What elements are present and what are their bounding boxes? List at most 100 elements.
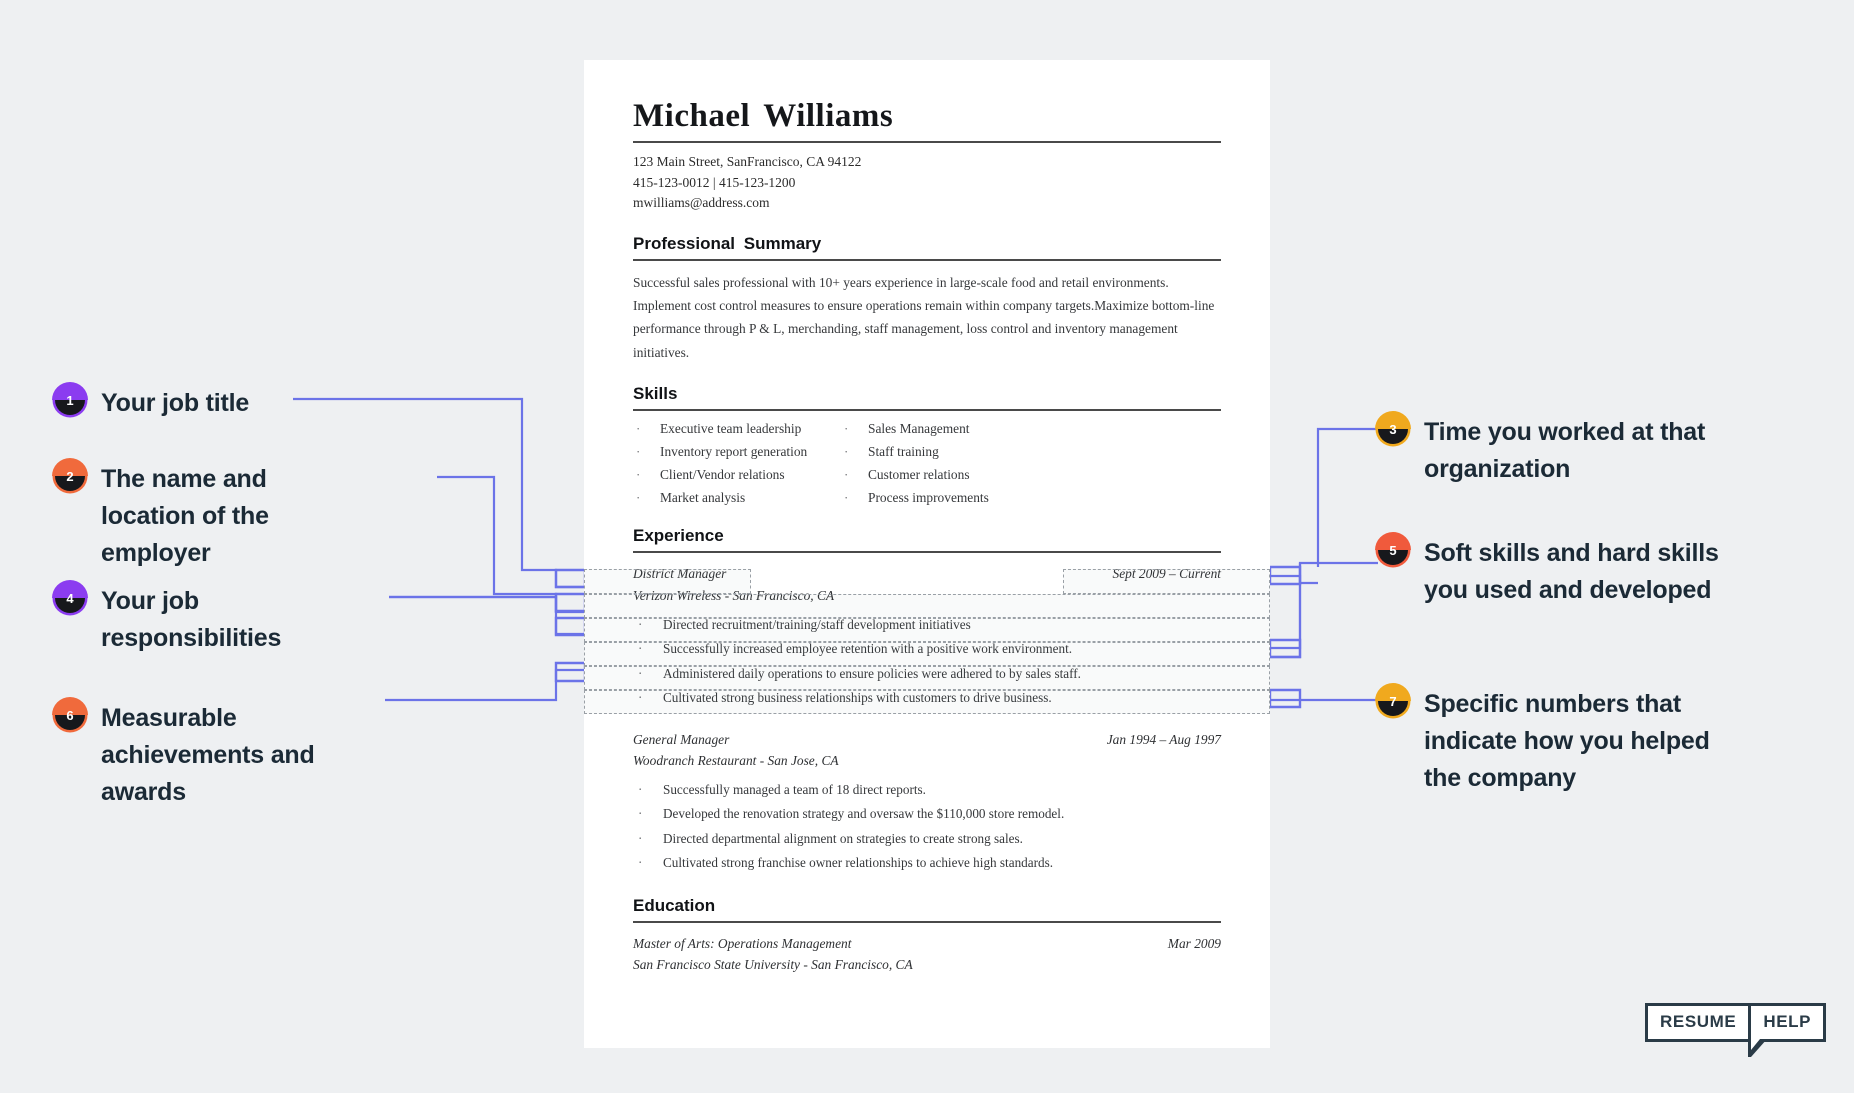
job-bullet-text: Developed the renovation strategy and ov… <box>663 806 1065 822</box>
job-bullet: ·Cultivated strong business relationship… <box>633 686 1221 710</box>
name-divider <box>633 141 1221 143</box>
section-heading-experience: Experience <box>633 526 724 546</box>
job-dates: Jan 1994 – Aug 1997 <box>1106 731 1221 747</box>
job-bullet-text: Cultivated strong franchise owner relati… <box>663 855 1054 871</box>
bullet-icon: · <box>636 467 641 483</box>
callout-text-6: Measurable achievements and awards <box>101 704 315 806</box>
job-bullet: · Successfully increased employee retenti… <box>633 637 1221 661</box>
skill-item: · Customer relations <box>841 467 1221 483</box>
callout-1: 1 Your job title <box>55 385 305 422</box>
education-date: Mar 2009 <box>1167 935 1221 951</box>
callout-number: 6 <box>66 707 74 723</box>
skill-label: Inventory report generation <box>660 444 808 460</box>
skill-item: · Client/Vendor relations <box>633 467 841 483</box>
skill-label: Process improvements <box>868 490 989 506</box>
bullet-icon: · <box>638 616 643 632</box>
education-row: Master of Arts: Operations Management Ma… <box>633 933 1221 954</box>
bullet-icon: · <box>844 490 849 506</box>
bullet-icon: · <box>638 830 643 846</box>
callout-4: 4 Your job responsibilities <box>55 583 315 657</box>
skill-label: Market analysis <box>660 490 746 506</box>
callout-text-2: The name and location of the employer <box>101 465 269 567</box>
summary-divider <box>633 258 1221 261</box>
section-heading-education: Education <box>633 895 716 915</box>
callout-number: 1 <box>66 392 74 408</box>
resume-document: Michael Williams 123 Main Street, SanFra… <box>584 60 1270 1048</box>
skill-label: Executive team leadership <box>660 421 802 437</box>
logo-help-label: HELP <box>1748 1003 1827 1057</box>
callout-badge-1: 1 <box>55 385 85 415</box>
job-bullet: · Directed recruitment/training/staff dev… <box>633 613 1221 637</box>
job-bullets: · Directed recruitment/training/staff dev… <box>633 613 1221 711</box>
callout-number: 2 <box>66 468 74 484</box>
job-entry-2: General Manager Jan 1994 – Aug 1997 Wood… <box>633 729 1221 876</box>
skill-label: Client/Vendor relations <box>660 467 785 483</box>
experience-divider <box>633 551 1221 554</box>
education-school: San Francisco State University - San Fra… <box>633 957 913 973</box>
callout-7: 7 Specific numbers that indicate how you… <box>1378 686 1728 797</box>
job-bullet-text: Directed recruitment/training/staff deve… <box>663 616 971 632</box>
bullet-icon: · <box>636 421 641 437</box>
contact-address: 123 Main Street, SanFrancisco, CA 94122 <box>633 154 862 169</box>
skill-label: Staff training <box>868 444 939 460</box>
job-employer: Verizon Wireless - San Francisco, CA <box>633 588 835 604</box>
skill-item: · Inventory report generation <box>633 444 841 460</box>
callout-badge-7: 7 <box>1378 686 1408 716</box>
skill-item: ·Staff training <box>841 444 1221 460</box>
job-employer: Woodranch Restaurant - San Jose, CA <box>633 753 839 769</box>
education-divider <box>633 920 1221 923</box>
job-title-row: General Manager Jan 1994 – Aug 1997 <box>633 729 1221 751</box>
bullet-icon: · <box>638 806 643 822</box>
callout-5: 5 Soft skills and hard skills you used a… <box>1378 535 1758 609</box>
section-heading-summary: Professional Summary <box>633 233 822 253</box>
education-degree: Master of Arts: Operations Management <box>633 935 852 951</box>
bullet-icon: · <box>636 444 641 460</box>
job-title: District Manager <box>633 566 727 582</box>
summary-text: Successful sales professional with 10+ y… <box>633 274 1215 360</box>
resume-help-logo[interactable]: RESUME HELP <box>1645 1003 1827 1057</box>
contact-phone: 415-123-0012 | 415-123-1200 <box>633 174 796 190</box>
callout-badge-2: 2 <box>55 461 85 491</box>
job-title: General Manager <box>633 731 730 747</box>
job-dates: Sept 2009 – Current <box>1112 566 1222 582</box>
job-bullet: · Developed the renovation strategy and o… <box>633 802 1221 826</box>
skill-label: Customer relations <box>868 467 970 483</box>
contact-email: mwilliams@address.com <box>633 195 770 211</box>
job-bullet-text: Directed departmental alignment on strat… <box>663 830 1023 846</box>
skill-item: · Process improvements <box>841 490 1221 506</box>
job-title-row: District Manager Sept 2009 – Current <box>633 563 1221 585</box>
skills-grid: · Executive team leadership · Sales Manage… <box>633 421 1221 506</box>
skill-item: · Sales Management <box>841 421 1221 437</box>
bullet-icon: · <box>844 421 849 437</box>
callout-number: 7 <box>1389 693 1397 709</box>
skill-item: ·Market analysis <box>633 490 841 506</box>
bullet-icon: · <box>638 665 643 681</box>
callout-badge-4: 4 <box>55 583 85 613</box>
callout-text-5: Soft skills and hard skills you used and… <box>1424 539 1719 604</box>
bullet-icon: · <box>638 690 643 706</box>
skills-divider <box>633 409 1221 412</box>
bullet-icon: · <box>844 467 849 483</box>
callout-text-3: Time you worked at that organization <box>1424 418 1706 483</box>
contact-block: 123 Main Street, SanFrancisco, CA 94122 … <box>633 152 1221 214</box>
callout-text-1: Your job title <box>101 389 250 417</box>
job-bullet: ·Cultivated strong franchise owner relat… <box>633 851 1221 875</box>
job-bullet: · Administered daily operations to ensure… <box>633 662 1221 686</box>
job-bullet: ·Successfully managed a team of 18 direc… <box>633 778 1221 802</box>
bullet-icon: · <box>638 641 643 657</box>
callout-badge-5: 5 <box>1378 535 1408 565</box>
skill-label: Sales Management <box>868 421 970 437</box>
callout-number: 4 <box>66 590 74 606</box>
callout-3: 3 Time you worked at that organization <box>1378 414 1708 488</box>
callout-badge-6: 6 <box>55 700 85 730</box>
callout-6: 6 Measurable achievements and awards <box>55 700 345 811</box>
job-bullet: · Directed departmental alignment on stra… <box>633 827 1221 851</box>
callout-text-4: Your job responsibilities <box>101 587 282 652</box>
callout-2: 2 The name and location of the employer <box>55 461 335 572</box>
job-bullet-text: Administered daily operations to ensure … <box>663 665 1081 681</box>
job-bullet-text: Successfully increased employee retentio… <box>663 641 1073 657</box>
job-entry-1: District Manager Sept 2009 – Current Ver… <box>633 563 1221 710</box>
skill-item: · Executive team leadership <box>633 421 841 437</box>
callout-text-7: Specific numbers that indicate how you h… <box>1424 690 1710 792</box>
